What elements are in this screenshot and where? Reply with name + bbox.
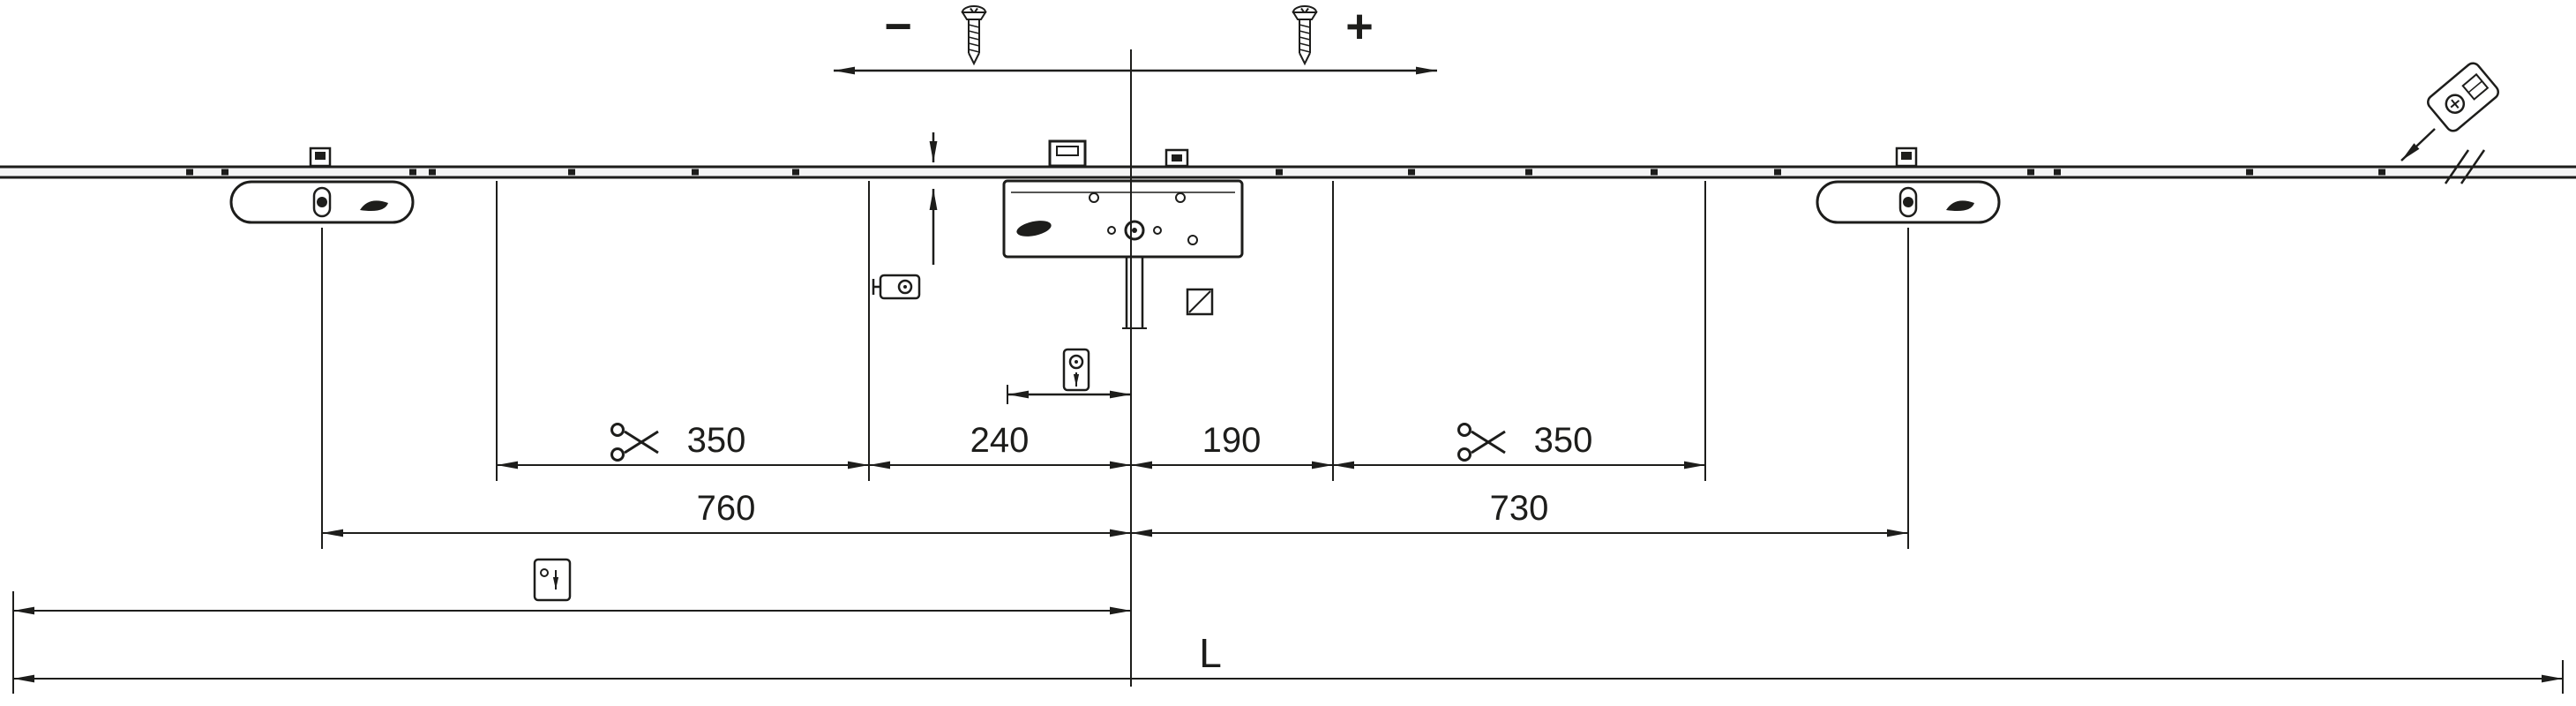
faceplate-screw-holes [186, 169, 2385, 176]
latch-offset-arrow [1007, 385, 1131, 404]
square-spindle-icon [1186, 288, 1214, 316]
dimension-row-middle: 760 730 [321, 228, 1909, 549]
screw-icon-plus [1292, 5, 1317, 64]
dimension-row-total-length: L [13, 630, 2564, 694]
handle-hub-slot [1016, 221, 1052, 237]
dim-label-cam-right: 730 [1490, 489, 1549, 528]
dim-label-gear-left: 240 [970, 421, 1030, 460]
dim-label-cut-right: 350 [1534, 421, 1593, 460]
latch-adjustment-icon [1062, 348, 1090, 392]
dim-label-cut-left: 350 [687, 421, 746, 460]
roller-cam-right [1816, 146, 2001, 224]
roller-cam-left [229, 146, 415, 224]
latch-bolt [1048, 139, 1087, 168]
scissors-icon-left [610, 423, 660, 462]
plus-sign: + [1345, 0, 1374, 53]
cylinder-follower [1124, 220, 1145, 241]
scissors-icon-right [1457, 423, 1507, 462]
dimension-row-upper: 350 240 190 350 [496, 181, 1706, 481]
faceplate-screw-icon [2400, 62, 2499, 184]
dim-label-total-length: L [1199, 630, 1222, 676]
keeper-screw-icon [533, 558, 572, 602]
cam-adjustment-icon [872, 274, 921, 300]
faceplate-pointer-arrow [2400, 128, 2436, 161]
dim-label-gear-right: 190 [1202, 421, 1262, 460]
screw-icon-minus [962, 5, 986, 64]
minus-sign: − [884, 0, 912, 53]
spindle-extension [1122, 257, 1147, 329]
faceplate-rail [0, 165, 2576, 179]
dim-label-cam-left: 760 [697, 489, 756, 528]
gearbox-case [1002, 179, 1244, 259]
gearbox [1002, 139, 1244, 329]
